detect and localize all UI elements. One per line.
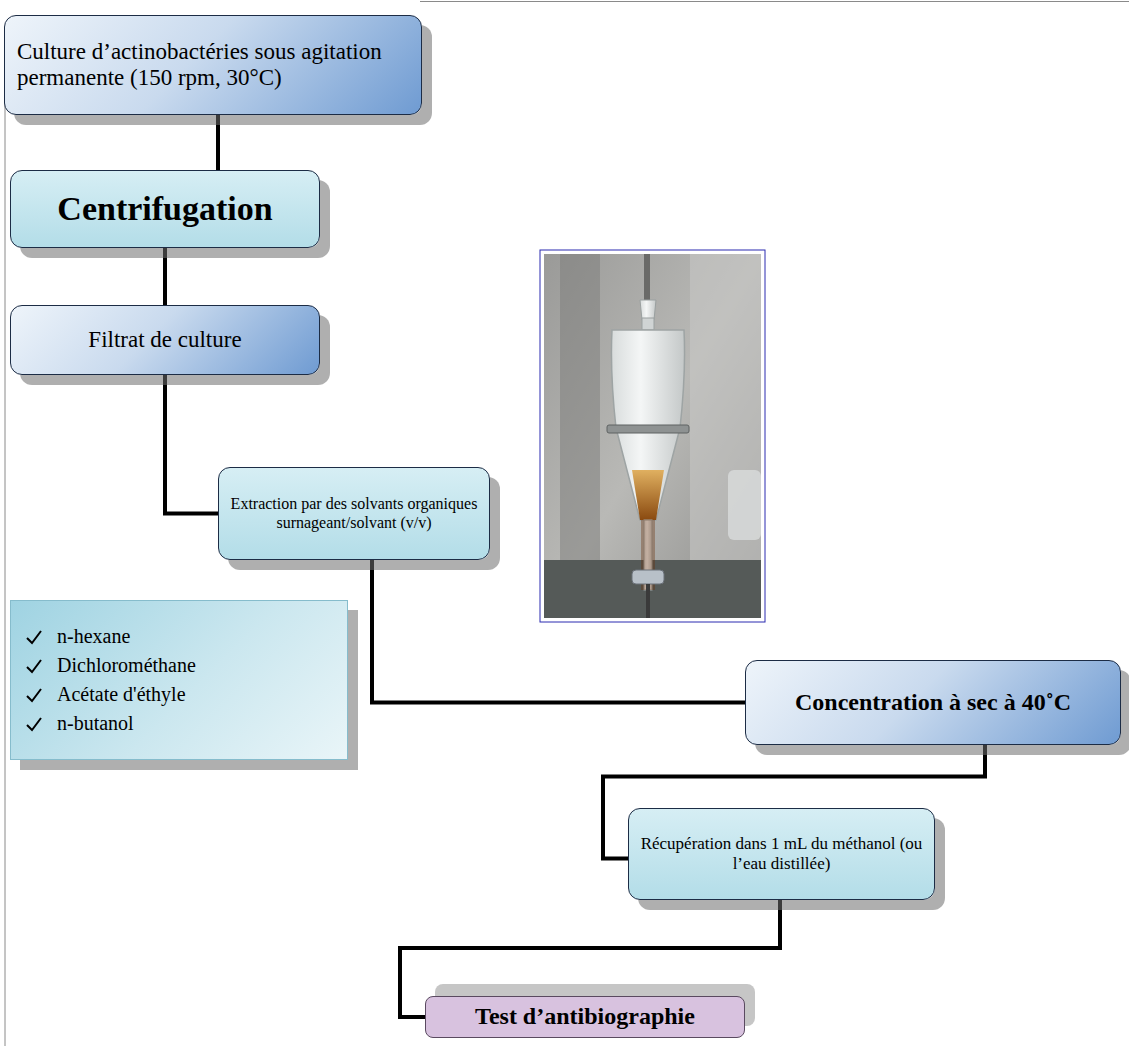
process-box: Culture d’actinobactéries sous agitation… [4, 15, 422, 115]
flow-connector [216, 115, 220, 170]
process-box: Récupération dans 1 mL du méthanol (ou l… [628, 808, 935, 900]
box-text: Récupération dans 1 mL du méthanol (ou l… [641, 834, 923, 873]
box-text: Centrifugation [57, 190, 272, 227]
flow-connector [163, 248, 167, 305]
process-box: Filtrat de culture [10, 305, 320, 375]
box-text: Extraction par des solvants organiques s… [231, 495, 478, 530]
page-border [420, 1, 1129, 2]
box-text: Test d’antibiographie [475, 1003, 695, 1029]
process-box: Centrifugation [10, 170, 320, 248]
process-box: Concentration à sec à 40˚C [745, 660, 1121, 745]
check-mark [25, 715, 43, 733]
solvent-name: Dichlorométhane [57, 654, 196, 677]
flow-connector [372, 560, 745, 703]
check-mark [25, 657, 43, 675]
check-mark [25, 628, 43, 646]
solvent-name: Acétate d'éthyle [57, 683, 186, 706]
solvent-list-box: n-hexaneDichlorométhaneAcétate d'éthyle n… [10, 600, 348, 760]
check-mark [25, 686, 43, 704]
solvent-name: n-hexane [57, 625, 130, 648]
separatory-funnel-photo [540, 250, 765, 622]
box-text: Concentration à sec à 40˚C [795, 689, 1071, 715]
page-border [5, 30, 6, 1046]
result-box: Test d’antibiographie [425, 996, 745, 1038]
box-text: Filtrat de culture [88, 327, 241, 352]
process-box: Extraction par des solvants organiques s… [218, 467, 490, 560]
solvent-name: n-butanol [57, 712, 134, 735]
flow-connector [165, 375, 218, 514]
box-text: Culture d’actinobactéries sous agitation… [17, 39, 382, 90]
